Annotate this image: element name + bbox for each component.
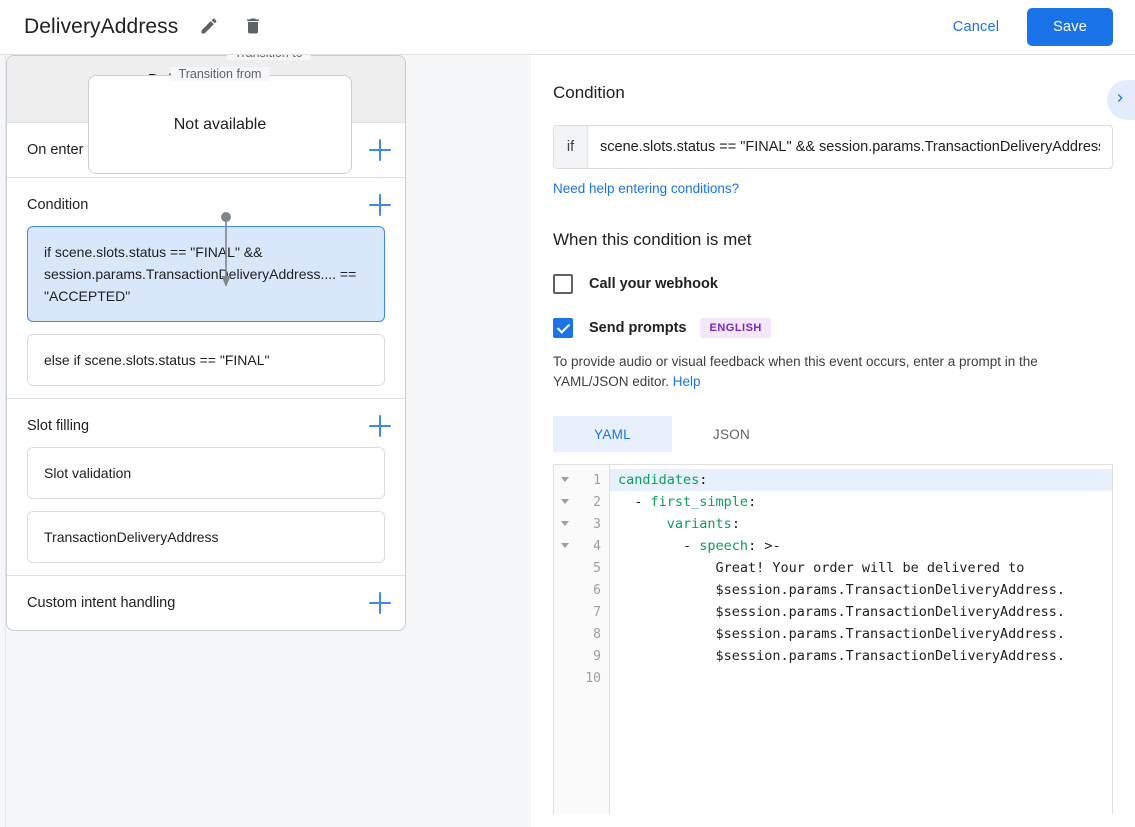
save-button[interactable]: Save [1027,8,1113,46]
plus-icon[interactable] [369,415,391,437]
fold-arrow-icon[interactable] [561,477,569,482]
code-line[interactable]: candidates: [610,469,1112,491]
condition-input[interactable] [588,126,1112,168]
prompts-description-text: To provide audio or visual feedback when… [553,354,1038,389]
gutter-row: 4 [554,535,609,557]
condition-heading: Condition [553,83,625,102]
webhook-checkbox[interactable] [553,274,573,294]
section-on-enter: On enter [7,123,405,178]
section-slot-filling: Slot filling Slot validation Transaction… [7,399,405,576]
section-header-slot-filling[interactable]: Slot filling [7,399,405,445]
section-header-custom-intent[interactable]: Custom intent handling [7,576,405,630]
gutter-row: 5 [554,557,609,579]
line-number: 2 [593,494,601,510]
plus-icon[interactable] [369,592,391,614]
condition-item-selected[interactable]: if scene.slots.status == "FINAL" && sess… [27,226,385,322]
code-line[interactable]: - speech: >- [618,538,781,554]
cancel-button[interactable]: Cancel [939,11,1013,43]
section-custom-intent-handling: Custom intent handling [7,576,405,630]
plus-icon[interactable] [369,139,391,161]
left-rail [0,55,6,827]
transition-from-legend: Transition from [170,67,270,81]
section-header-on-enter[interactable]: On enter [7,123,405,177]
pencil-icon [199,16,219,39]
transition-graph-panel: Transition from Not available Transition… [6,55,531,827]
code-line[interactable] [610,667,1112,689]
gutter-row: 7 [554,601,609,623]
app-header: DeliveryAddress Cancel Save [0,0,1135,55]
prompts-description: To provide audio or visual feedback when… [553,352,1113,392]
section-header-condition[interactable]: Condition [7,178,405,224]
condition-detail-panel: Condition if Need help entering conditio… [531,55,1135,827]
editor-gutter: 1 2 3 4 5 6 7 8 9 10 [554,465,610,814]
line-number: 8 [593,626,601,642]
code-line[interactable]: - first_simple: [618,494,757,510]
code-editor[interactable]: 1 2 3 4 5 6 7 8 9 10 candidates: - first_simple: … [553,464,1113,814]
trash-icon [243,16,263,39]
slot-item[interactable]: TransactionDeliveryAddress [27,511,385,563]
editor-code-area[interactable]: candidates: - first_simple: variants: - … [610,465,1112,814]
tab-yaml[interactable]: YAML [553,416,672,452]
gutter-row: 2 [554,491,609,513]
line-number: 1 [593,472,601,488]
section-condition: Condition if scene.slots.status == "FINA… [7,178,405,399]
line-number: 3 [593,516,601,532]
send-prompts-label: Send prompts [589,320,687,336]
line-number: 5 [593,560,601,576]
gutter-row: 8 [554,623,609,645]
chevron-right-icon [1112,90,1128,111]
code-line[interactable]: variants: [666,516,740,532]
fold-arrow-icon[interactable] [561,499,569,504]
line-number: 9 [593,648,601,664]
line-number: 7 [593,604,601,620]
code-line[interactable]: $session.params.TransactionDeliveryAddre… [618,648,1066,664]
plus-icon[interactable] [369,194,391,216]
condition-heading-row: Condition [553,55,1113,103]
when-met-heading: When this condition is met [553,230,752,249]
line-number: 10 [585,670,601,686]
line-number: 4 [593,538,601,554]
condition-list: if scene.slots.status == "FINAL" && sess… [7,224,405,386]
webhook-label: Call your webhook [589,276,718,292]
code-line[interactable]: $session.params.TransactionDeliveryAddre… [618,582,1066,598]
delete-button[interactable] [236,10,270,44]
slot-validation-item[interactable]: Slot validation [27,447,385,499]
gutter-row: 6 [554,579,609,601]
prompts-help-link[interactable]: Help [672,374,701,389]
when-condition-met-block: When this condition is met Call your web… [531,198,1135,814]
editor-format-tabs: YAML JSON [553,416,1113,452]
if-label: if [554,126,588,168]
gutter-row: 3 [554,513,609,535]
expand-panel-button[interactable] [1107,80,1135,120]
code-line[interactable]: Great! Your order will be delivered to [618,560,1025,576]
section-title: Condition [27,197,89,213]
fold-arrow-icon[interactable] [561,543,569,548]
section-title: Custom intent handling [27,595,176,611]
webhook-row[interactable]: Call your webhook [553,274,1113,294]
edit-button[interactable] [192,10,226,44]
condition-help-link[interactable]: Need help entering conditions? [553,181,740,196]
gutter-row: 9 [554,645,609,667]
send-prompts-row[interactable]: Send prompts ENGLISH [553,318,1113,338]
transition-from-card: Transition from Not available [88,67,352,174]
condition-block: Condition if Need help entering conditio… [531,55,1135,198]
code-line[interactable]: $session.params.TransactionDeliveryAddre… [618,626,1066,642]
language-badge: ENGLISH [700,318,771,338]
fold-arrow-icon[interactable] [561,521,569,526]
line-number: 6 [593,582,601,598]
page-title: DeliveryAddress [24,15,179,38]
transition-to-legend: Transition to [226,55,311,60]
transition-connector-arrow [220,211,232,289]
condition-item[interactable]: else if scene.slots.status == "FINAL" [27,334,385,386]
code-line[interactable]: $session.params.TransactionDeliveryAddre… [618,604,1066,620]
section-title: Slot filling [27,418,90,434]
tab-json[interactable]: JSON [712,426,751,442]
section-title: On enter [27,142,84,158]
slot-filling-list: Slot validation TransactionDeliveryAddre… [7,445,405,563]
transition-from-value: Not available [173,115,267,133]
condition-input-group[interactable]: if [553,125,1113,169]
gutter-row: 10 [554,667,609,689]
gutter-row: 1 [554,469,609,491]
send-prompts-checkbox[interactable] [553,318,573,338]
